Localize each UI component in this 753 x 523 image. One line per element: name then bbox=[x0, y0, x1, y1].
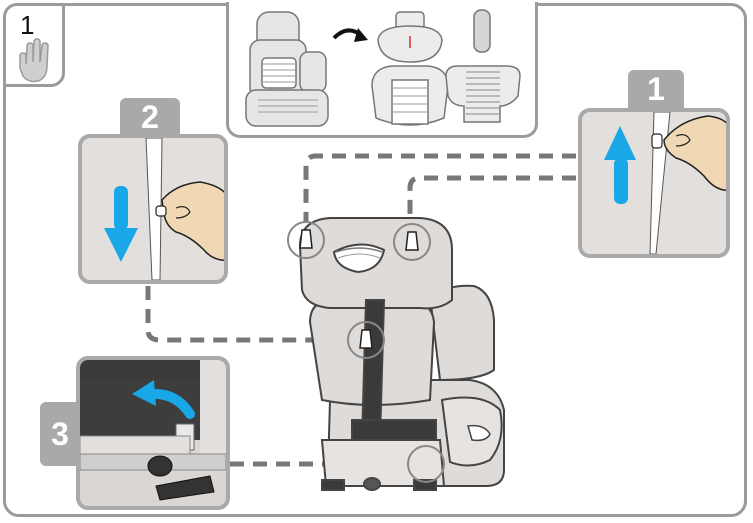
car-seat bbox=[300, 218, 504, 490]
callout-1-content bbox=[604, 112, 730, 254]
callout-2-content bbox=[104, 138, 230, 280]
arrow-down-icon bbox=[104, 186, 138, 262]
callout-3-content bbox=[80, 360, 226, 500]
arrow-up-icon bbox=[604, 126, 636, 204]
